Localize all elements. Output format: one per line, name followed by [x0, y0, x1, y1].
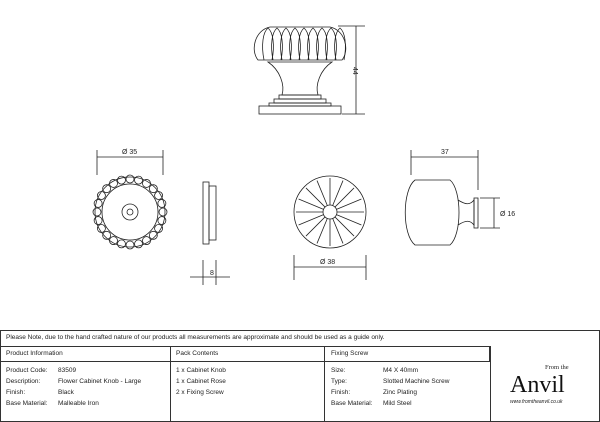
knob-rib [307, 27, 319, 61]
rose-scallop [148, 230, 158, 240]
pack-item: 1 x Cabinet Rose [176, 378, 226, 385]
knob-rib [271, 27, 283, 61]
field-value: Zinc Plating [383, 389, 417, 396]
field-value: Mild Steel [383, 400, 412, 407]
knob-rib [280, 27, 292, 61]
petal-line [332, 180, 344, 206]
rose-scallop [134, 175, 143, 185]
field-value: Black [58, 389, 74, 396]
field-label: Finish: [6, 389, 26, 396]
rose-scallop [109, 179, 118, 188]
rose-depth-label: 8 [210, 270, 214, 277]
height-label: 44 [351, 67, 358, 75]
rose-scallop [125, 174, 135, 184]
rose-scallop [93, 216, 103, 225]
rose-scallop [102, 184, 112, 194]
dimension-height: 44 [338, 25, 365, 115]
rose-scallop [92, 207, 102, 217]
rose-side: 8 [190, 181, 230, 285]
rose-scallop [142, 236, 151, 245]
rose-scallop [157, 199, 167, 208]
petal-line [334, 187, 355, 208]
pack-contents-heading: Pack Contents [176, 350, 219, 357]
pack-item: 2 x Fixing Screw [176, 389, 224, 396]
logo-url: www.fromtheanvil.co.uk [510, 399, 563, 405]
fixing-screw-heading: Fixing Screw [331, 350, 369, 357]
rose-scallop [148, 184, 158, 194]
field-value: Malleable Iron [58, 400, 99, 407]
petal-line [336, 214, 362, 226]
rose-scallop [154, 191, 163, 200]
neck-diameter-label: Ø 16 [500, 211, 515, 218]
rose-scallop [117, 175, 126, 185]
pack-item: 1 x Cabinet Knob [176, 367, 226, 374]
knob-front: Ø 38 [293, 175, 367, 280]
rose-scallop [109, 236, 118, 245]
knob-rib [289, 27, 301, 61]
rose-scallop [93, 199, 103, 208]
field-label: Base Material: [331, 400, 373, 407]
knob-elevation [253, 26, 347, 115]
rose-front: Ø 35 [94, 149, 166, 248]
knob-rib [316, 27, 328, 61]
petal-line [332, 218, 344, 244]
petal-line [316, 180, 328, 206]
knob-rib [262, 27, 274, 61]
rose-scallop [117, 239, 126, 249]
field-label: Base Material: [6, 400, 48, 407]
field-value: Slotted Machine Screw [383, 378, 450, 385]
knob-rib [298, 27, 310, 61]
field-value: 83509 [58, 367, 77, 374]
logo-wordmark: Anvil [510, 372, 565, 398]
rose-scallop [154, 224, 163, 233]
product-info-heading: Product Information [6, 350, 63, 357]
field-value: Flower Cabinet Knob - Large [58, 378, 142, 385]
rose-scallop [97, 224, 106, 233]
field-value: M4 X 40mm [383, 367, 419, 374]
rose-scallop [97, 191, 106, 200]
field-label: Product Code: [6, 367, 48, 374]
rose-diameter-label: Ø 35 [122, 149, 137, 156]
field-label: Type: [331, 378, 347, 385]
column-divider [170, 346, 325, 422]
knob-rib [325, 27, 337, 61]
technical-drawing: 44 Ø 35 8 Ø 38 37 Ø 16 [92, 25, 515, 285]
field-label: Finish: [331, 389, 351, 396]
rose-scallop [102, 230, 112, 240]
rose-scallop [158, 207, 168, 217]
header-row [0, 346, 490, 362]
petal-line [334, 216, 355, 237]
field-label: Description: [6, 378, 41, 385]
knob-diameter-label: Ø 38 [320, 259, 335, 266]
petal-line [316, 218, 328, 244]
petal-line [336, 198, 362, 210]
knob-rib [334, 27, 346, 61]
petal-line [298, 214, 324, 226]
logo-tagline: From the [545, 364, 569, 371]
petal-line [305, 216, 326, 237]
petal-line [305, 187, 326, 208]
knob-side: 37 Ø 16 [404, 149, 515, 246]
rose-scallop [125, 240, 135, 250]
column-divider [490, 346, 491, 422]
rose-scallop [134, 239, 143, 249]
petal-line [298, 198, 324, 210]
rose-scallop [157, 216, 167, 225]
rose-scallop [142, 179, 151, 188]
field-label: Size: [331, 367, 346, 374]
knob-depth-label: 37 [441, 149, 449, 156]
disclaimer-note: Please Note, due to the hand crafted nat… [6, 334, 385, 341]
anvil-logo: From the Anvil www.fromtheanvil.co.uk [505, 364, 590, 410]
